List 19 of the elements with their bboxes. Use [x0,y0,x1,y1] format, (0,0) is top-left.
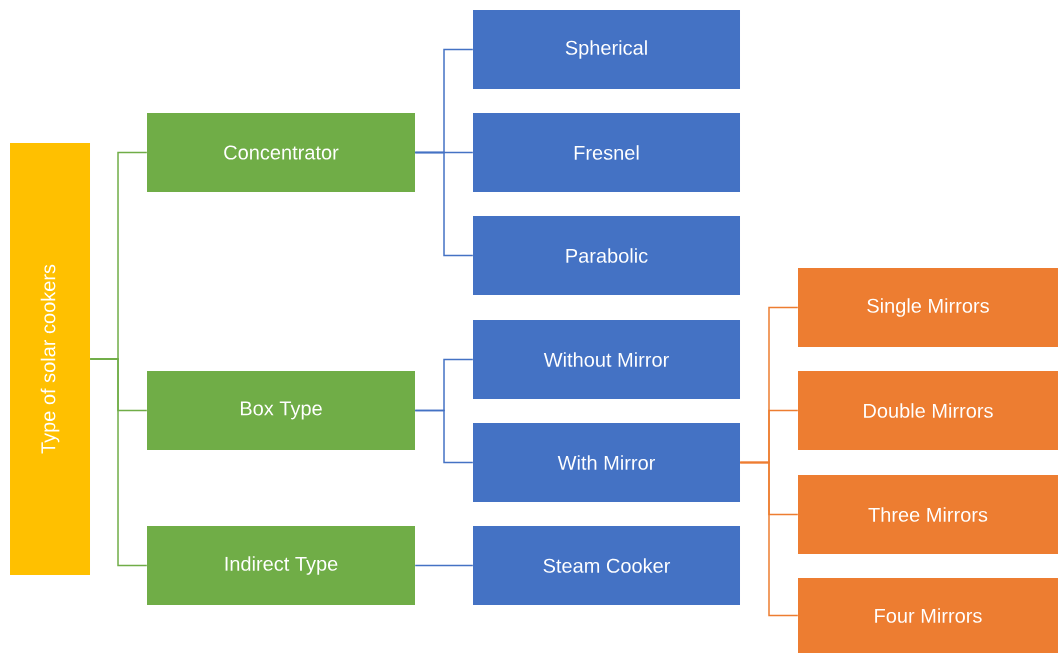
connector-line [414,409,474,464]
category-box: Three Mirrors [798,475,1058,554]
category-box: Parabolic [473,216,740,295]
category-box: Single Mirrors [798,268,1058,347]
category-box: Without Mirror [473,320,740,399]
category-box: Four Mirrors [798,578,1058,653]
category-box: Indirect Type [147,526,415,605]
category-box: Spherical [473,10,740,89]
connector-line [414,564,474,567]
category-bar: Type of solar cookers [10,143,90,575]
connector-line [89,358,148,567]
category-box: With Mirror [473,423,740,502]
connector-line [739,461,799,617]
category-box: Concentrator [147,113,415,192]
category-box: Double Mirrors [798,371,1058,450]
category-box: Fresnel [473,113,740,192]
connector-line [414,151,474,257]
category-box: Steam Cooker [473,526,740,605]
category-box: Box Type [147,371,415,450]
